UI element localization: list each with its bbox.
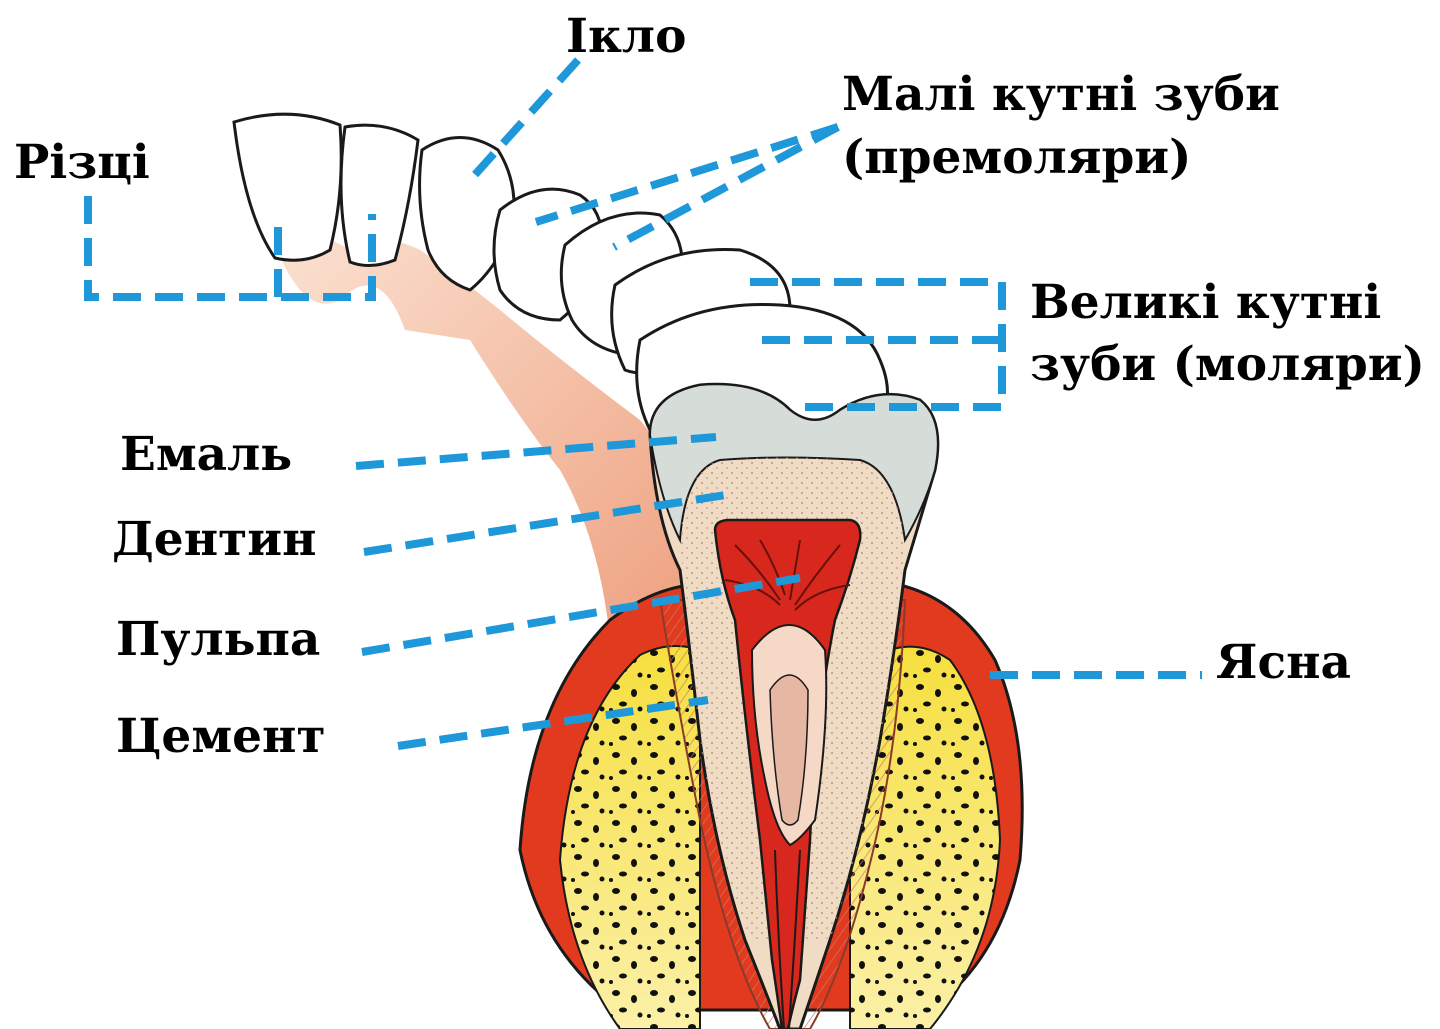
incisor-tooth-1 — [234, 114, 341, 260]
label-dentin: Дентин — [112, 512, 316, 567]
leader-premolars-2 — [614, 127, 838, 247]
label-canine: Ікло — [566, 9, 686, 64]
label-enamel: Емаль — [120, 427, 292, 482]
leader-canine — [472, 60, 578, 178]
label-gum: Ясна — [1216, 635, 1351, 690]
label-premolars-line1: Малі кутні зуби — [842, 67, 1280, 122]
label-cementum: Цемент — [116, 709, 326, 764]
label-incisors: Різці — [14, 135, 150, 190]
label-molars-line2: зуби (моляри) — [1030, 337, 1425, 392]
label-molars-line1: Великі кутні — [1030, 275, 1381, 330]
label-pulp: Пульпа — [116, 612, 320, 667]
label-premolars-line2: (премоляри) — [842, 130, 1191, 185]
